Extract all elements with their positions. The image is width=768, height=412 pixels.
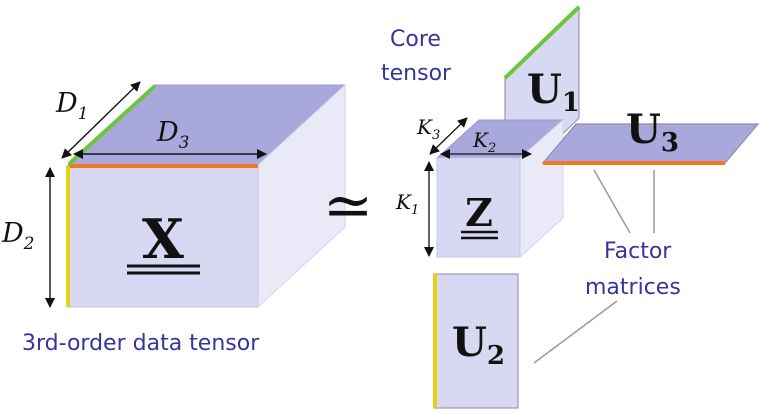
factor-matrices-annotation: Factor matrices (533, 169, 681, 364)
factor-u3: U3 (541, 106, 760, 165)
factor-u2-symbol: U2 (452, 319, 505, 371)
dim-k2-label: K2 (472, 128, 496, 156)
pointer-line-u2 (533, 300, 618, 364)
dim-k1-label: K1 (395, 190, 419, 218)
dim-d3-label: D3 (156, 117, 189, 153)
dim-d1-label: D1 (55, 88, 88, 124)
data-tensor-symbol: X (142, 207, 184, 271)
factor-u2-plane (433, 273, 519, 409)
dim-k3-arrow (429, 117, 468, 155)
dim-d2-label: D2 (1, 218, 34, 254)
core-tensor-label: Core tensor (381, 27, 452, 86)
approx-symbol: ≃ (323, 171, 373, 241)
factor-u2: U2 (433, 273, 519, 409)
data-tensor: X D1 D3 D2 3rd-order data tensor (1, 81, 347, 356)
pointer-line-u3-left (593, 169, 631, 234)
core-tensor: Z K3 K2 K1 (395, 115, 565, 259)
dim-k3-label: K3 (416, 115, 440, 143)
data-tensor-caption: 3rd-order data tensor (22, 331, 260, 356)
data-tensor-front-face (67, 164, 259, 308)
factor-u1-edge-green (503, 5, 581, 80)
core-tensor-front-face (436, 157, 521, 258)
dim-d1-arrow (61, 81, 141, 159)
core-tensor-symbol: Z (465, 190, 493, 235)
factor-u1-symbol: U1 (527, 66, 580, 118)
factor-u3-symbol: U3 (626, 106, 679, 158)
factor-matrices-label: Factor matrices (585, 239, 681, 300)
